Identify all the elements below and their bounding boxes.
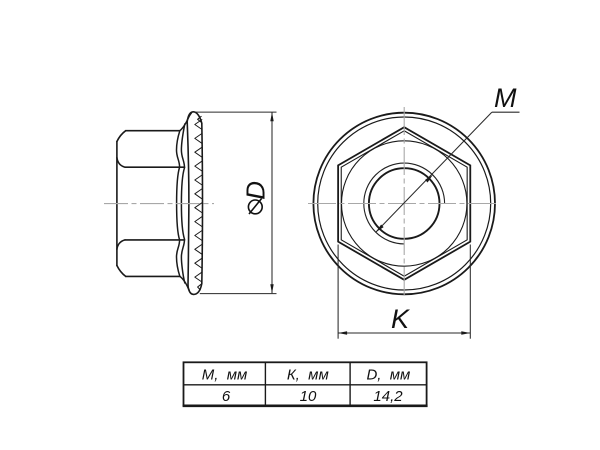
svg-text:М, мм: М, мм	[202, 366, 248, 383]
svg-text:10: 10	[300, 388, 317, 405]
svg-text:M: M	[494, 83, 517, 113]
svg-text:6: 6	[222, 388, 231, 405]
svg-text:D: D	[241, 181, 271, 200]
svg-text:K: K	[391, 304, 410, 334]
svg-text:D, мм: D, мм	[366, 366, 410, 383]
svg-text:К, мм: К, мм	[287, 366, 329, 383]
svg-text:14,2: 14,2	[373, 388, 403, 405]
